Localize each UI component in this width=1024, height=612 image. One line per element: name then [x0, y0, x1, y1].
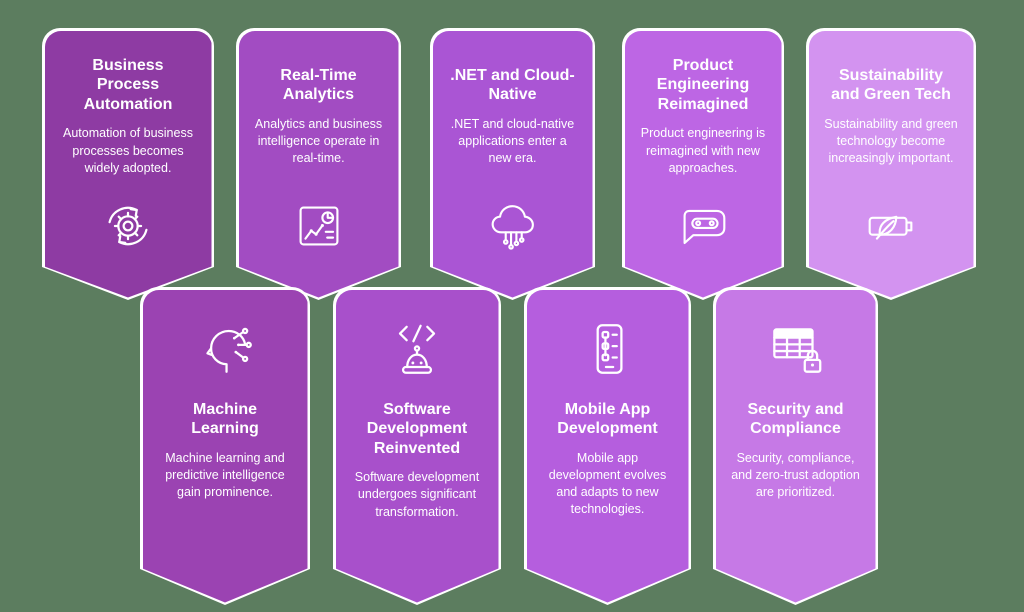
card-body: Security and Compliance Security, compli…	[716, 290, 876, 603]
card-sustainability-green-tech: Sustainability and Green Tech Sustainabi…	[806, 28, 976, 300]
card-mobile-app-development: Mobile App Development Mobile app develo…	[524, 287, 691, 605]
card-text-group: .NET and Cloud-Native .NET and cloud-nat…	[446, 43, 580, 191]
card-title: Software Development Reinvented	[366, 400, 468, 457]
card-business-process-automation: Business Process Automation Automation o…	[42, 28, 214, 300]
card-title: Business Process Automation	[83, 56, 173, 113]
card-dotnet-cloud-native: .NET and Cloud-Native .NET and cloud-nat…	[430, 28, 595, 300]
card-description: .NET and cloud-native applications enter…	[450, 116, 575, 166]
card-real-time-analytics: Real-Time Analytics Analytics and busine…	[236, 28, 401, 300]
card-description: Software development undergoes significa…	[354, 470, 480, 519]
card-description: Machine learning and predictive intellig…	[165, 450, 285, 500]
card-description: Mobile app development evolves and adapt…	[548, 450, 667, 517]
card-body: Product Engineering Reimagined Product e…	[625, 31, 782, 298]
mobile-checklist-icon	[575, 316, 641, 382]
grid-lock-icon	[763, 316, 829, 382]
card-text-group: Sustainability and Green Tech Sustainabi…	[822, 43, 961, 191]
card-title: Security and Compliance	[747, 400, 844, 438]
card-description: Analytics and business intelligence oper…	[254, 116, 383, 166]
card-title: Product Engineering Reimagined	[656, 56, 750, 113]
card-body: Business Process Automation Automation o…	[45, 31, 212, 298]
card-body: Machine Learning Machine learning and pr…	[143, 290, 308, 603]
card-description: Product engineering is reimagined with n…	[640, 126, 766, 175]
card-body: Sustainability and Green Tech Sustainabi…	[809, 31, 974, 298]
automation-gear-sync-icon	[97, 195, 159, 257]
battery-leaf-icon	[860, 195, 922, 257]
card-text-group: Product Engineering Reimagined Product e…	[638, 43, 769, 191]
card-product-engineering: Product Engineering Reimagined Product e…	[622, 28, 784, 300]
head-circuit-icon	[192, 316, 258, 382]
card-title: Sustainability and Green Tech	[831, 66, 951, 104]
card-title: Real-Time Analytics	[280, 66, 357, 104]
card-description: Automation of business processes becomes…	[63, 126, 193, 175]
card-body: Real-Time Analytics Analytics and busine…	[239, 31, 399, 298]
card-body: .NET and Cloud-Native .NET and cloud-nat…	[433, 31, 593, 298]
card-body: Software Development Reinvented Software…	[336, 290, 499, 603]
card-software-development: Software Development Reinvented Software…	[333, 287, 501, 605]
conveyor-flag-icon	[672, 195, 734, 257]
card-body: Mobile App Development Mobile app develo…	[527, 290, 689, 603]
card-text-group: Business Process Automation Automation o…	[58, 43, 199, 191]
analytics-chart-icon	[288, 195, 350, 257]
card-security-compliance: Security and Compliance Security, compli…	[713, 287, 878, 605]
card-machine-learning: Machine Learning Machine learning and pr…	[140, 287, 310, 605]
card-text-group: Real-Time Analytics Analytics and busine…	[252, 43, 386, 191]
card-description: Security, compliance, and zero-trust ado…	[731, 450, 860, 500]
card-description: Sustainability and green technology beco…	[824, 116, 958, 166]
robot-code-icon	[384, 316, 450, 382]
card-title: Mobile App Development	[557, 400, 658, 438]
card-title: Machine Learning	[191, 400, 259, 438]
cloud-circuit-icon	[482, 195, 544, 257]
card-title: .NET and Cloud-Native	[450, 66, 575, 104]
